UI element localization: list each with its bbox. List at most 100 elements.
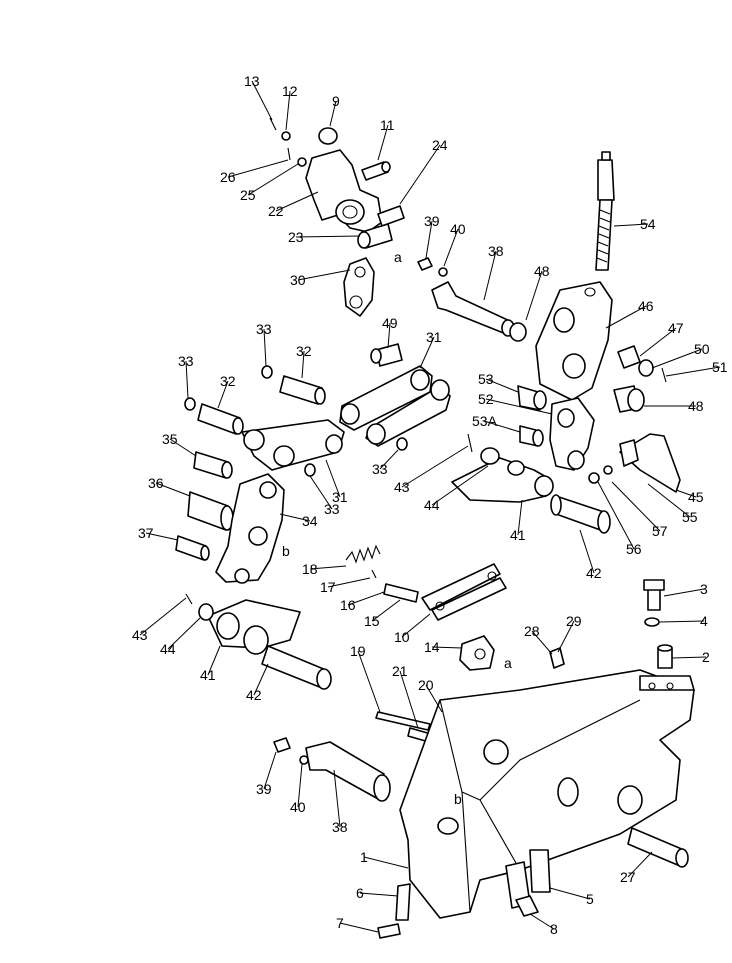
leader-line-41b	[207, 645, 221, 676]
leader-line-43b	[139, 597, 187, 636]
part-label-45: 45	[688, 489, 704, 505]
upper-lever-assembly	[269, 117, 405, 249]
adjusting-screw-54	[595, 151, 615, 271]
leader-line-27	[627, 851, 653, 878]
leader-line-41a	[517, 499, 523, 536]
part-label-38a: 38	[488, 243, 504, 259]
leader-line-56	[597, 481, 635, 550]
leader-line-5	[549, 887, 591, 900]
leader-line-26	[227, 159, 289, 178]
part-label-19: 19	[350, 643, 366, 659]
block-46	[535, 281, 613, 401]
leader-line-10	[401, 613, 431, 638]
leader-line-32a	[301, 350, 305, 379]
part-label-44b: 44	[160, 641, 176, 657]
bushings-47-48-50	[613, 345, 667, 413]
leader-line-9	[329, 100, 337, 127]
part-label-39b: 39	[256, 781, 272, 797]
leader-line-32b	[217, 380, 229, 409]
part-label-38b: 38	[332, 819, 348, 835]
part-label-33c: 33	[372, 461, 388, 477]
leader-line-33d	[309, 475, 333, 510]
part-label-51: 51	[712, 359, 728, 375]
links-31	[339, 343, 451, 447]
leader-line-20	[425, 684, 443, 713]
leader-line-37	[145, 532, 179, 541]
part-label-41a: 41	[510, 527, 526, 543]
pin-38-lower	[273, 737, 391, 802]
pins-32-washers-33	[184, 365, 408, 477]
part-label-11: 11	[380, 117, 395, 133]
part-label-24: 24	[432, 137, 448, 153]
part-label-10: 10	[394, 629, 410, 645]
part-label-25: 25	[240, 187, 256, 203]
part-label-15: 15	[364, 613, 380, 629]
leader-line-33a	[263, 328, 267, 367]
bushings-53-link-52	[517, 385, 595, 471]
part-label-17: 17	[320, 579, 336, 595]
part-label-9: 9	[332, 93, 340, 109]
part-label-a2: a	[504, 655, 512, 671]
stopper-45	[619, 433, 681, 493]
leader-line-14	[431, 646, 463, 649]
part-label-22: 22	[268, 203, 284, 219]
part-label-14: 14	[424, 639, 440, 655]
part-label-33b: 33	[178, 353, 194, 369]
leader-lines	[139, 80, 721, 933]
part-label-48a: 48	[534, 263, 550, 279]
pin-38-upper	[417, 257, 527, 342]
leader-line-45	[675, 489, 697, 498]
leader-line-21	[399, 670, 419, 729]
leader-line-3	[663, 588, 705, 597]
part-label-48b: 48	[688, 398, 704, 414]
part-label-34: 34	[302, 513, 318, 529]
part-label-29: 29	[566, 613, 582, 629]
leader-line-50	[651, 348, 703, 369]
leader-line-42b	[253, 663, 269, 696]
lever-34	[215, 473, 285, 584]
leader-line-13	[251, 80, 273, 121]
link-30	[343, 257, 375, 317]
part-label-54: 54	[640, 216, 656, 232]
leader-line-44a	[431, 465, 489, 506]
leader-line-48a	[525, 270, 543, 321]
pin-42-upper	[550, 465, 613, 534]
leader-line-4	[659, 620, 705, 623]
pin-42-lower	[261, 645, 332, 690]
leader-line-33b	[185, 360, 189, 399]
leader-line-19	[357, 650, 381, 713]
leader-line-25	[247, 163, 299, 196]
leader-line-33c	[379, 449, 399, 470]
leader-line-51	[665, 366, 721, 377]
leader-line-40b	[297, 763, 303, 808]
leader-line-18	[309, 565, 347, 570]
leader-line-2	[671, 656, 707, 659]
spring-and-plates	[345, 544, 507, 621]
leader-line-38b	[333, 769, 341, 828]
part-label-47: 47	[668, 320, 684, 336]
part-label-49: 49	[382, 315, 398, 331]
leader-line-53A	[483, 420, 521, 433]
block-14	[459, 635, 495, 671]
part-label-36: 36	[148, 475, 164, 491]
leader-line-57	[611, 481, 661, 532]
part-label-42a: 42	[586, 565, 602, 581]
leader-line-39b	[263, 751, 277, 790]
bolt-3-washer-4-pin-2	[643, 579, 673, 669]
leader-line-12	[285, 90, 291, 131]
leader-line-49	[387, 322, 391, 349]
leader-line-22	[275, 191, 319, 212]
part-label-35: 35	[162, 431, 178, 447]
part-label-26: 26	[220, 169, 236, 185]
bolt-28	[549, 647, 565, 669]
main-frame-1	[399, 669, 695, 919]
leader-line-24	[399, 144, 441, 205]
leader-line-31b	[325, 459, 341, 498]
leader-line-6	[359, 892, 399, 897]
leader-line-40a	[443, 228, 459, 267]
part-label-4: 4	[700, 613, 708, 629]
leader-line-23	[295, 235, 361, 238]
part-label-7: 7	[336, 915, 344, 931]
